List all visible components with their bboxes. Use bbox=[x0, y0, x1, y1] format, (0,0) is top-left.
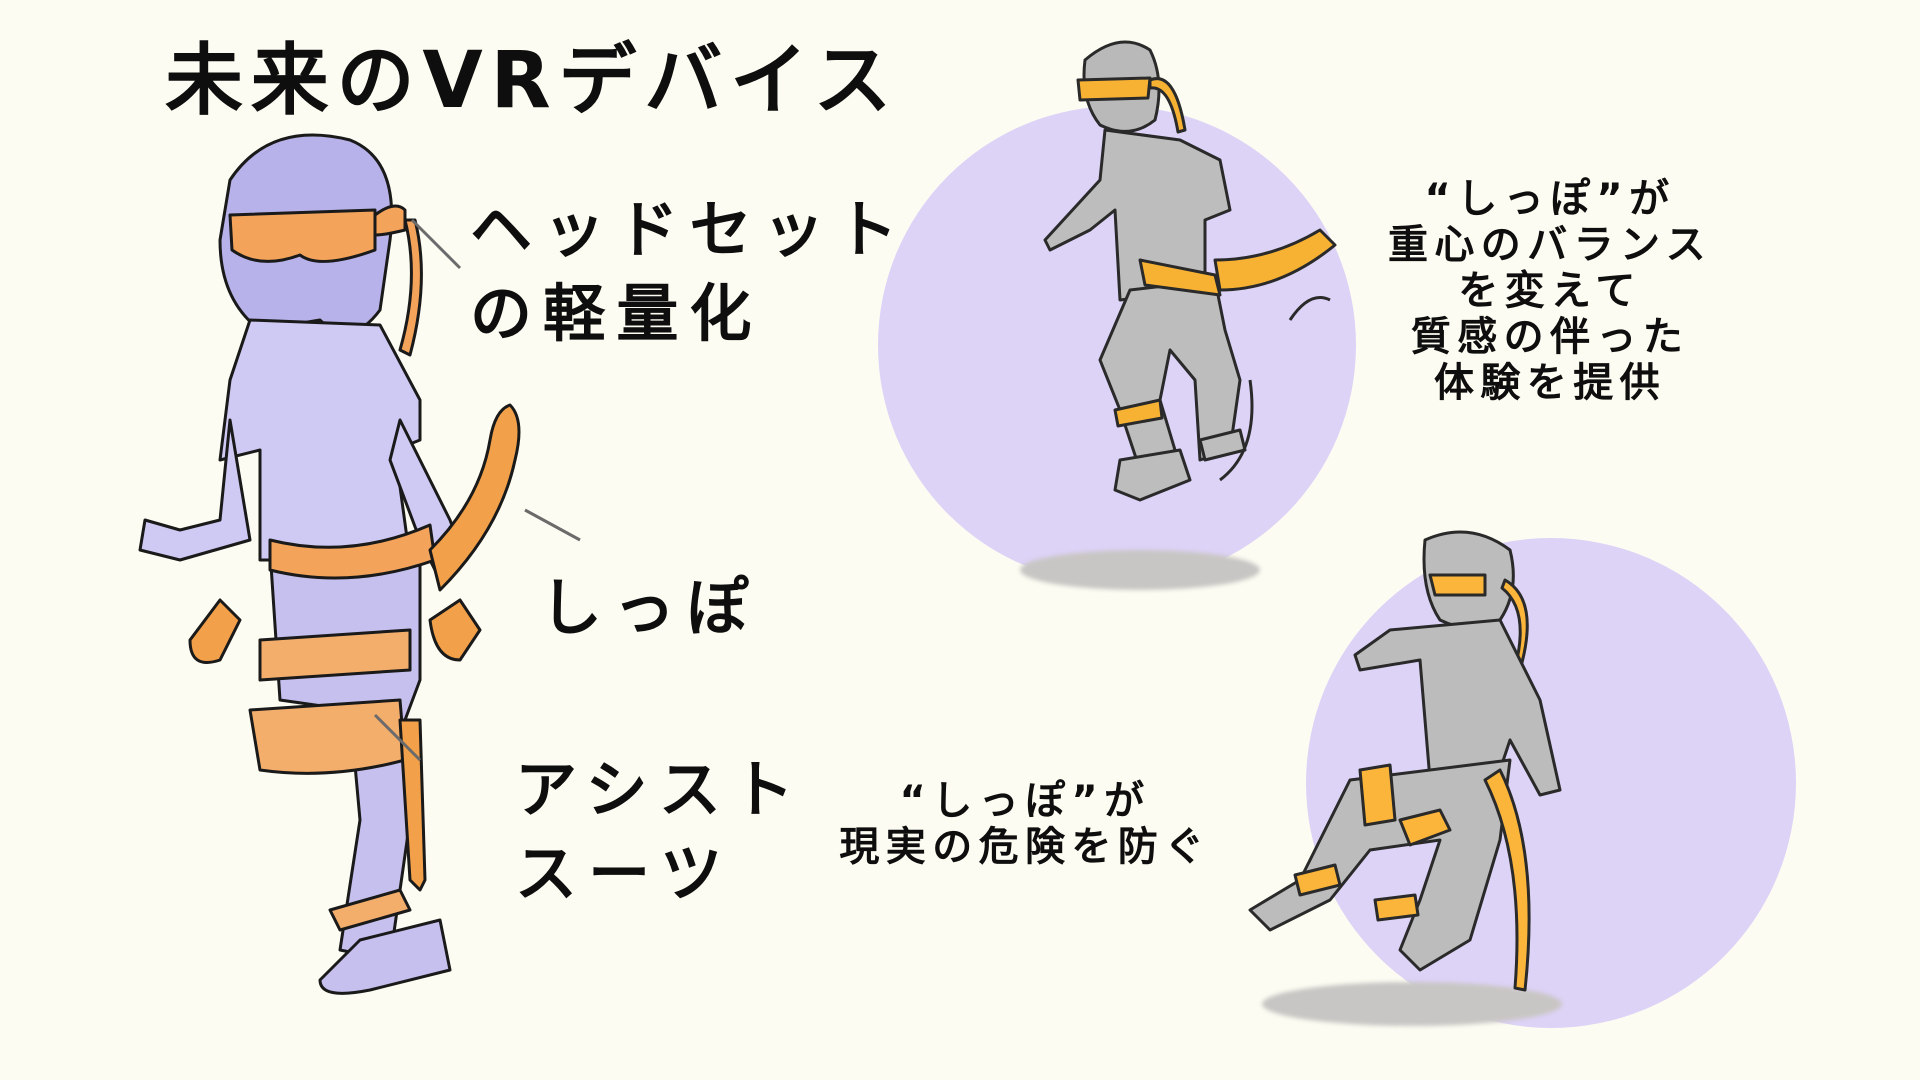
label-assist-suit: アシスト スーツ bbox=[515, 748, 805, 916]
label-tail: しっぽ bbox=[540, 571, 760, 644]
caption-balance: “しっぽ”が 重心のバランス を変えて 質感の伴った 体験を提供 bbox=[1370, 176, 1730, 406]
label-headset: ヘッドセット の軽量化 bbox=[470, 188, 909, 356]
left-figure-illustration bbox=[138, 133, 581, 995]
label-assist-suit-line-1: アシスト bbox=[515, 753, 806, 826]
shadow-top-figure bbox=[1020, 550, 1260, 590]
caption-balance-line-1: “しっぽ”が bbox=[1424, 176, 1676, 222]
label-assist-suit-line-2: スーツ bbox=[515, 837, 734, 910]
caption-balance-line-5: 体験を提供 bbox=[1434, 360, 1666, 406]
caption-safety-line-1: “しっぽ”が bbox=[899, 778, 1151, 824]
label-headset-line-2: の軽量化 bbox=[470, 277, 763, 350]
caption-safety-line-2: 現実の危険を防ぐ bbox=[839, 824, 1211, 870]
caption-balance-line-2: 重心のバランス bbox=[1388, 222, 1712, 268]
caption-safety: “しっぽ”が 現実の危険を防ぐ bbox=[815, 778, 1235, 870]
page-title: 未来のVRデバイス bbox=[165, 36, 900, 126]
shadow-bottom-figure bbox=[1262, 982, 1562, 1026]
label-headset-line-1: ヘッドセット bbox=[470, 193, 909, 266]
caption-balance-line-4: 質感の伴った bbox=[1410, 314, 1690, 360]
caption-balance-line-3: を変えて bbox=[1458, 268, 1642, 314]
bottom-right-figure-illustration bbox=[1248, 530, 1562, 992]
top-right-figure-illustration bbox=[1043, 40, 1337, 502]
